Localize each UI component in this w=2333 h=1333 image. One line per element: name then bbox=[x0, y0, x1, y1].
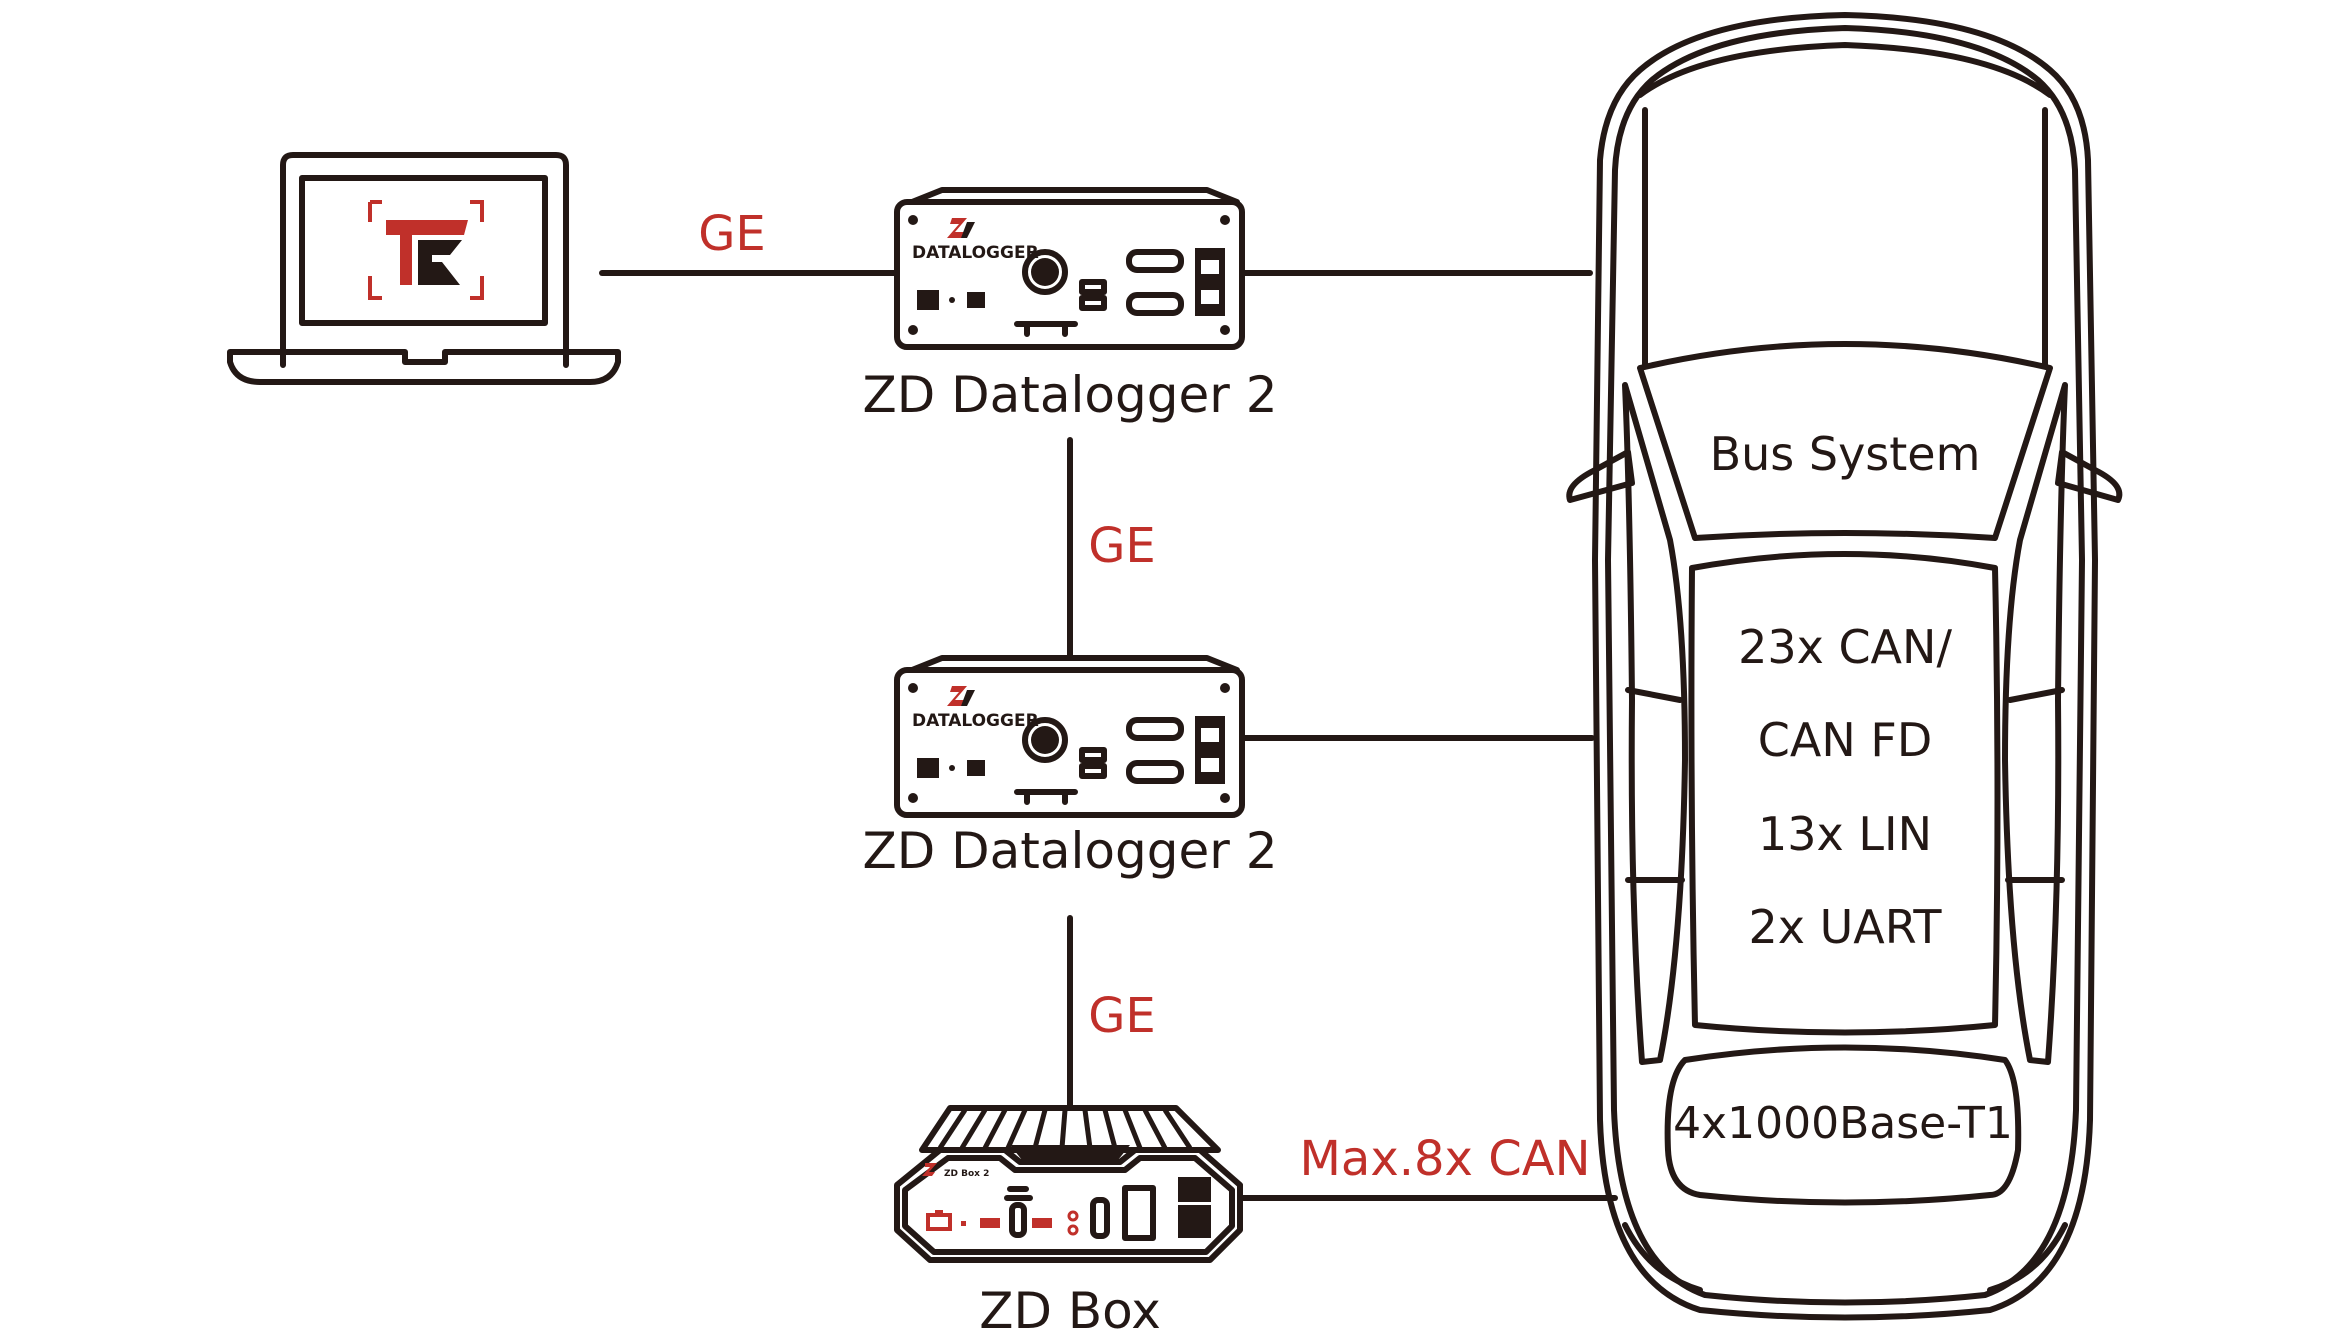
car-icon: Bus System 23x CAN/ CAN FD 13x LIN 2x UA… bbox=[1566, 12, 2123, 1321]
datalogger-panel-text: DATALOGGER bbox=[912, 243, 1039, 263]
car-interface-can: 23x CAN/ bbox=[1738, 620, 1952, 674]
link-label-ge-1: GE bbox=[698, 206, 766, 262]
device-label: ZD Datalogger 2 bbox=[862, 822, 1277, 880]
bus-system-title: Bus System bbox=[1710, 427, 1981, 481]
laptop-icon bbox=[227, 152, 621, 385]
device-label: ZD Datalogger 2 bbox=[862, 366, 1277, 424]
car-interface-canfd: CAN FD bbox=[1758, 713, 1933, 767]
link-label-can: Max.8x CAN bbox=[1300, 1131, 1591, 1187]
connections bbox=[599, 270, 1618, 1201]
te-logo bbox=[368, 200, 484, 300]
car-interface-lin: 13x LIN bbox=[1758, 807, 1932, 861]
datalogger-panel-text: DATALOGGER bbox=[912, 711, 1039, 731]
datalogger-device-2: DATALOGGER ZD Datalogger 2 bbox=[862, 658, 1278, 880]
device-label: ZD Box bbox=[979, 1282, 1161, 1333]
link-label-ge-2: GE bbox=[1088, 518, 1156, 574]
link-label-ge-3: GE bbox=[1088, 988, 1156, 1044]
zd-box-panel-text: ZD Box 2 bbox=[944, 1169, 989, 1179]
zd-box-device: ZD Box 2 ZD Box bbox=[894, 1105, 1243, 1333]
datalogger-device-1: DATALOGGER ZD Datalogger 2 bbox=[862, 190, 1278, 424]
car-interface-uart: 2x UART bbox=[1749, 900, 1943, 954]
car-ethernet: 4x1000Base-T1 bbox=[1673, 1098, 2013, 1149]
